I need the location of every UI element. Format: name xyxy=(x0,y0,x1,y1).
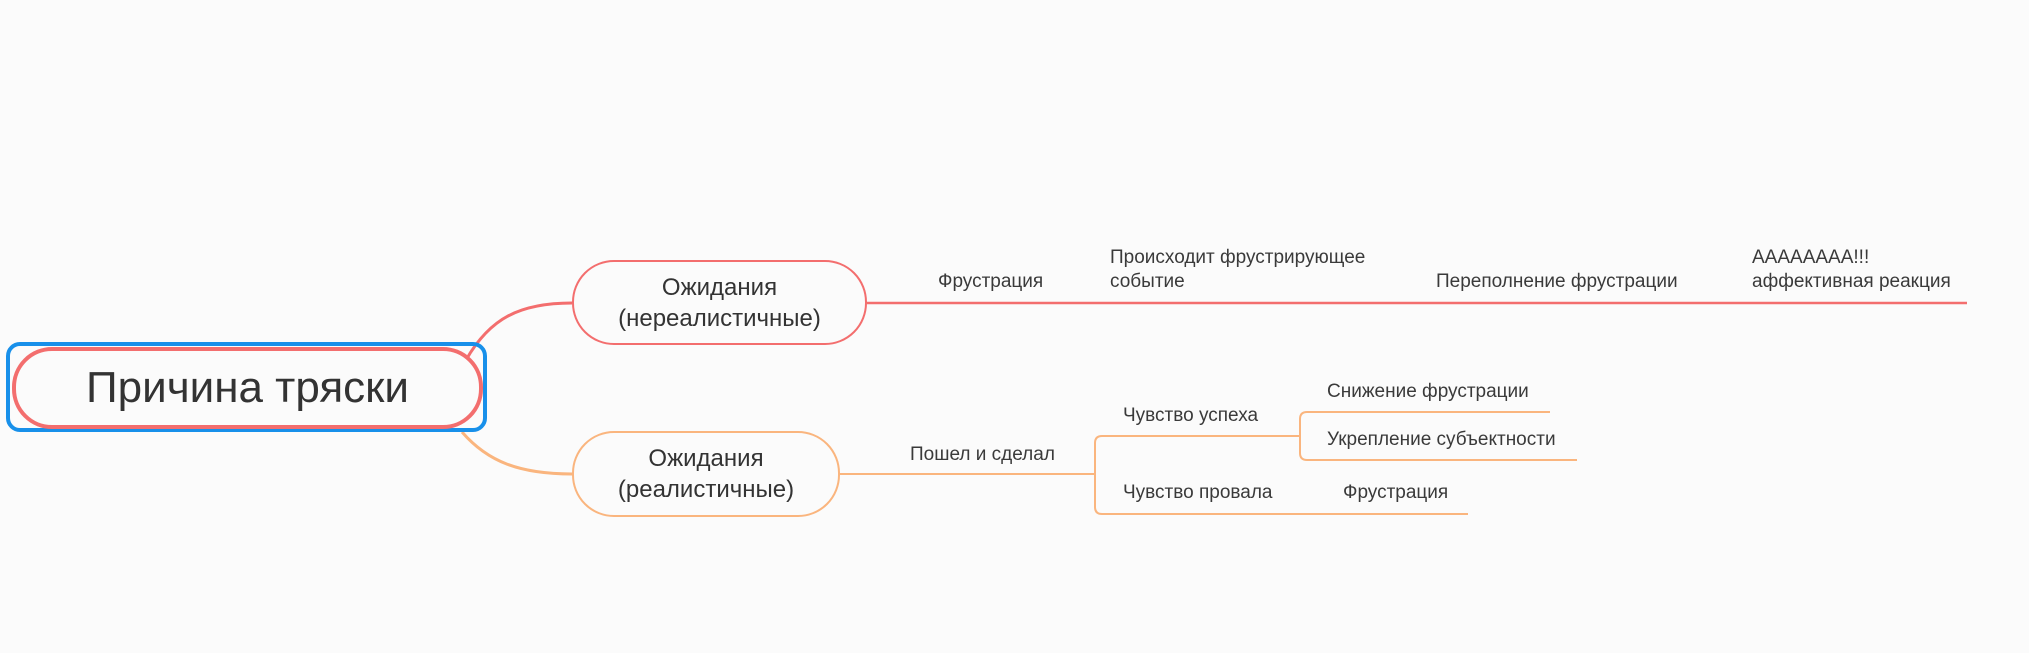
topic-expectations-unrealistic[interactable]: Ожидания (нереалистичные) xyxy=(572,260,867,345)
root-topic[interactable]: Причина тряски xyxy=(12,347,483,429)
subtopic-frustration-overflow[interactable]: Переполнение фрустрации xyxy=(1436,271,1678,292)
subtopic-went-and-did[interactable]: Пошел и сделал xyxy=(910,444,1055,465)
bracket-success-children xyxy=(1299,411,1308,461)
subtopic-frustration[interactable]: Фрустрация xyxy=(938,271,1044,292)
connector-root-realistic xyxy=(460,431,573,476)
topic-expectations-realistic-label: Ожидания (реалистичные) xyxy=(617,445,795,503)
subtopic-affective-reaction[interactable]: АААААААА!!! аффективная реакция xyxy=(1752,247,1951,292)
bracket-outcomes xyxy=(1094,435,1103,515)
subtopic-feeling-of-failure[interactable]: Чувство провала xyxy=(1123,482,1273,503)
topic-expectations-unrealistic-label: Ожидания (нереалистичные) xyxy=(618,273,821,332)
root-topic-label: Причина тряски xyxy=(86,363,409,412)
subtopic-agency-strengthening[interactable]: Укрепление субъектности xyxy=(1327,429,1556,450)
root-selection-outline xyxy=(6,342,487,432)
subtopic-frustrating-event[interactable]: Происходит фрустрирующее событие xyxy=(1110,247,1366,292)
topic-expectations-realistic[interactable]: Ожидания (реалистичные) xyxy=(572,431,840,517)
subtopic-frustration-decrease[interactable]: Снижение фрустрации xyxy=(1327,381,1529,402)
subtopic-feeling-of-success[interactable]: Чувство успеха xyxy=(1123,405,1259,426)
subtopic-failure-frustration[interactable]: Фрустрация xyxy=(1343,482,1449,503)
